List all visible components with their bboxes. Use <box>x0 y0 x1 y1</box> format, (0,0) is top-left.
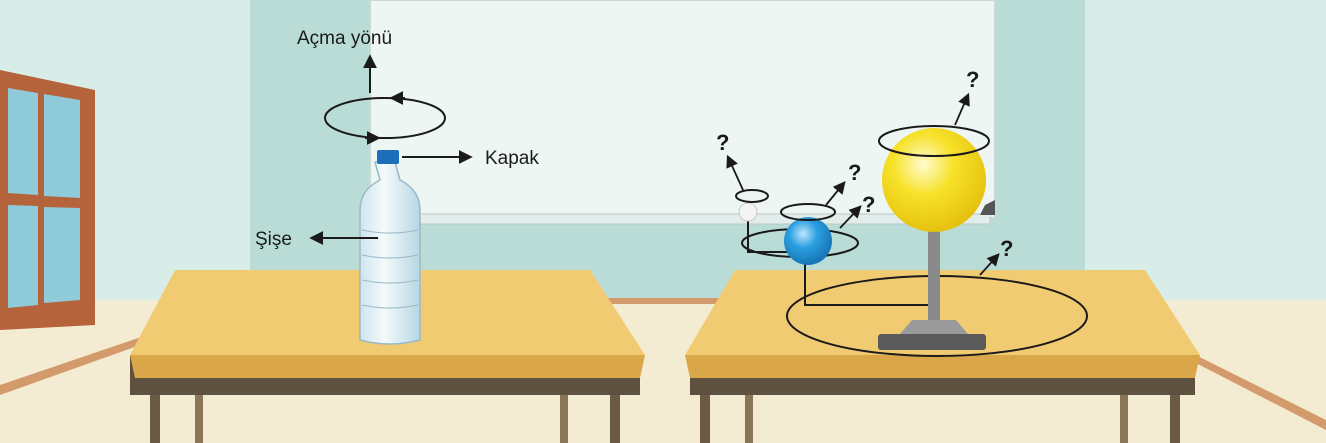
earth-orbit-question-mark: ? <box>1000 236 1013 261</box>
cap-label: Kapak <box>485 148 539 169</box>
earth-orbit-question-arrow <box>979 253 1000 276</box>
moon-sphere <box>738 202 758 222</box>
earth-sphere <box>784 217 832 265</box>
earth-rotation-ellipse <box>780 203 836 221</box>
sun-question-mark: ? <box>966 67 979 92</box>
moon-question-mark: ? <box>716 130 729 155</box>
opening-direction-label: Açma yönü <box>297 28 392 49</box>
sun-question-arrow <box>954 92 970 126</box>
earth-question-arrow <box>825 181 846 206</box>
whiteboard-corner <box>980 200 995 215</box>
moon-orbit-question-mark: ? <box>862 192 875 217</box>
window <box>0 70 95 330</box>
bottle <box>359 161 421 345</box>
moon-orbit-question-arrow <box>839 205 862 229</box>
earth-question-mark: ? <box>848 160 861 185</box>
sun-stand <box>878 225 986 350</box>
earth-arm <box>804 255 928 306</box>
rotation-ellipse <box>324 97 446 139</box>
moon-rotation-ellipse <box>735 189 769 203</box>
bottle-cap <box>377 150 399 164</box>
sun-rotation-ellipse <box>878 125 990 157</box>
sun-sphere <box>882 128 986 232</box>
moon-question-arrow <box>726 154 744 191</box>
moon-arm <box>747 215 792 253</box>
bottle-label: Şişe <box>255 229 292 250</box>
